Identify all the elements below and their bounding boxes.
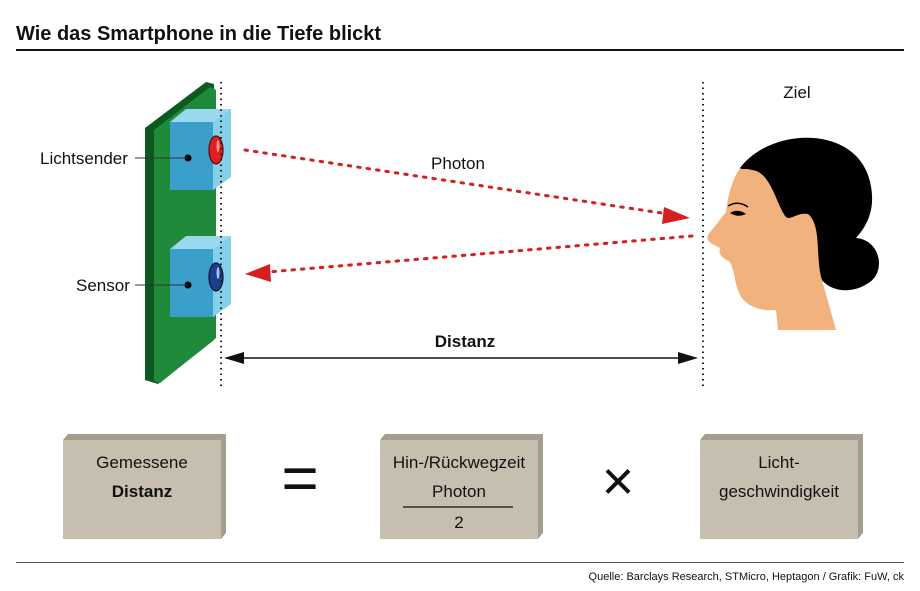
footer-rule [16,562,904,563]
svg-text:Licht-: Licht- [758,453,800,472]
photon-label: Photon [431,154,485,173]
box-measured-distance: Gemessene Distanz [63,434,226,539]
distance-arrow [224,352,698,364]
distance-label: Distanz [435,332,495,351]
svg-text:2: 2 [454,513,463,532]
box-speed-of-light: Licht- geschwindigkeit [700,434,863,539]
person-head-icon [707,137,879,330]
target-label: Ziel [783,83,810,102]
light-emitter [135,109,231,190]
svg-text:Hin-/Rückwegzeit: Hin-/Rückwegzeit [393,453,526,472]
emitter-label: Lichtsender [40,149,128,168]
equals-sign: = [281,442,318,514]
svg-text:geschwindigkeit: geschwindigkeit [719,482,839,501]
source-credit: Quelle: Barclays Research, STMicro, Hept… [589,571,905,583]
box-round-trip-time: Hin-/Rückwegzeit Photon 2 [380,434,543,539]
svg-text:Photon: Photon [432,482,486,501]
photon-return-arrow [245,234,694,282]
svg-text:Distanz: Distanz [112,482,172,501]
page-title: Wie das Smartphone in die Tiefe blickt [16,23,381,45]
svg-text:Gemessene: Gemessene [96,453,188,472]
multiply-sign: × [602,449,635,512]
sensor-label: Sensor [76,276,130,295]
photon-outgoing-arrow [243,148,690,224]
sensor [135,236,231,317]
sensor-led-icon [208,262,224,292]
emitter-led-icon [208,135,224,165]
header-rule [16,49,904,51]
